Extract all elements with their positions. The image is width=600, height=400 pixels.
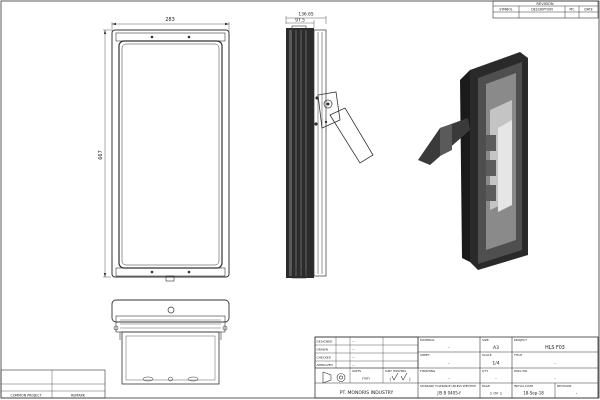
- bottom-view: [111, 299, 230, 385]
- signoff-block: DESIGNED — DRAWN — CHECKED — APPROVED —: [314, 336, 419, 369]
- revision-block: REVISION SYMBOL DESCRIPTION PIC DATE: [492, 0, 599, 19]
- side-view: 136.65 97.5: [285, 12, 374, 279]
- tolerance-value: JIS B 0405-f: [436, 391, 461, 396]
- page-value: 1 OF 1: [490, 391, 503, 396]
- signoff-value: —: [352, 363, 355, 367]
- revision-header-pic: PIC: [569, 8, 575, 12]
- dwg-no-value: -: [554, 376, 556, 381]
- signoff-value: —: [352, 348, 355, 352]
- scale-label: SCALE: [482, 353, 492, 357]
- units-value: mm: [362, 376, 370, 381]
- material-label: MATERIAL: [420, 338, 435, 342]
- svg-text:(: (: [390, 377, 392, 382]
- tolerance-label: STANDARD TOLERANCE UNLESS SPECIFIED: [420, 384, 476, 388]
- common-project-label: COMMON PROJECT: [11, 393, 43, 397]
- project-label: PROJECT: [514, 338, 527, 342]
- company-name: PT. MONORIS INDUSTRY: [340, 390, 394, 396]
- project-value: HLS F03: [545, 345, 565, 351]
- revision-value: -: [576, 391, 578, 396]
- dim-front-width: 283: [165, 17, 175, 23]
- title-value: -: [554, 361, 556, 366]
- signoff-label: CHECKED: [317, 356, 332, 360]
- finishing-value: -: [448, 376, 450, 381]
- revision-title: REVISION: [536, 2, 553, 6]
- dwg-no-label: DWG NO.: [514, 369, 528, 373]
- isometric-view: [418, 52, 528, 270]
- surface-finishing-label: SURF. FINISHING: [385, 369, 406, 373]
- signoff-value: —: [352, 340, 355, 344]
- surface-finish-symbol-icon: ( ): [390, 372, 411, 382]
- signoff-label: DESIGNED: [317, 340, 333, 344]
- units-label: UNITS: [352, 369, 361, 373]
- signoff-label: APPROVED: [317, 363, 334, 367]
- qty-value: -: [495, 376, 497, 381]
- dim-side-total: 136.65: [298, 12, 314, 18]
- sheet-label: SHEET: [420, 353, 430, 357]
- initial-date-value: 18-Sep-18: [523, 391, 544, 396]
- revision-label: REVISION: [557, 384, 571, 388]
- common-project-block: COMMON PROJECT REMARK: [0, 369, 106, 399]
- revision-header-date: DATE: [584, 8, 592, 12]
- svg-text:): ): [409, 377, 411, 382]
- signoff-label: DRAWN: [317, 348, 328, 352]
- signoff-value: —: [352, 356, 355, 360]
- title-block: MATERIAL - SIZE A3 PROJECT HLS F03 SHEET…: [314, 336, 599, 399]
- revision-header-description: DESCRIPTION: [531, 8, 553, 12]
- page-label: PAGE: [482, 384, 490, 388]
- scale-value: 1/4: [492, 361, 499, 367]
- revision-header-symbol: SYMBOL: [499, 8, 512, 12]
- initial-date-label: INITIAL DATE: [514, 384, 533, 388]
- qty-label: QTY.: [482, 369, 488, 373]
- dim-side-body: 97.5: [295, 18, 305, 24]
- front-view: 283 667: [98, 17, 230, 282]
- finishing-label: FINISHING: [420, 369, 436, 373]
- title-label: TITLE: [513, 353, 522, 357]
- size-value: A3: [493, 345, 499, 351]
- size-label: SIZE: [482, 338, 489, 342]
- sheet-value: -: [448, 361, 450, 366]
- dim-front-height: 667: [98, 150, 104, 160]
- projection-symbol-icon: [322, 371, 346, 384]
- common-project-remark: REMARK: [71, 393, 86, 397]
- material-value: -: [448, 345, 450, 350]
